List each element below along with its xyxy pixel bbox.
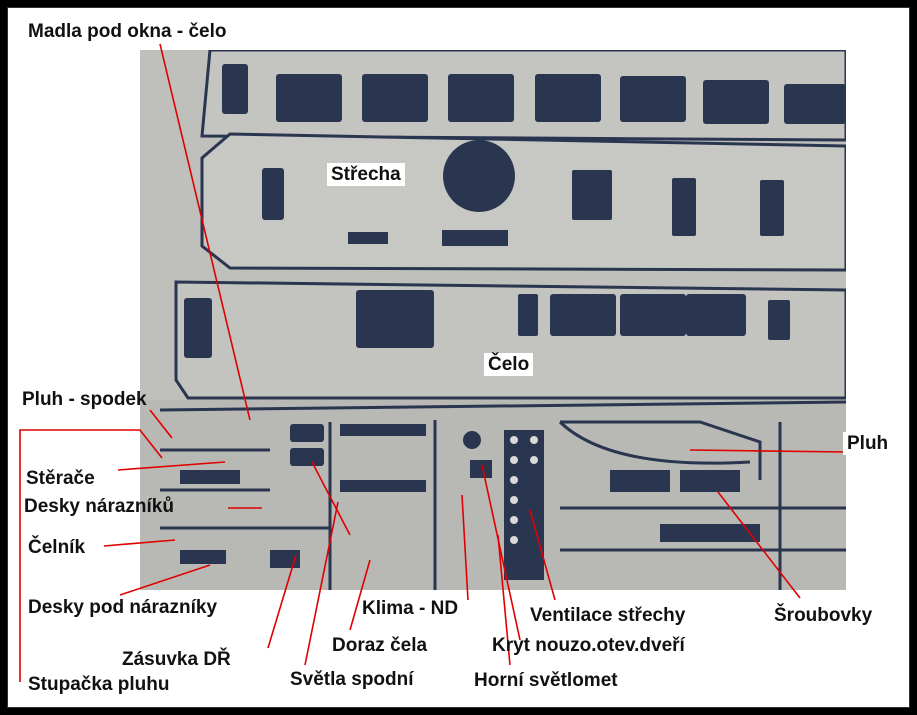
leader-zasuvka [267, 554, 297, 649]
label-sroubovky: Šroubovky [774, 605, 873, 626]
leader-desky-pod [119, 564, 211, 596]
leader-pluh-spodek [149, 409, 173, 439]
label-horni-svetlomet: Horní světlomet [474, 670, 618, 691]
leader-horni [497, 534, 511, 666]
label-strecha: Střecha [327, 163, 405, 186]
label-doraz-cela: Doraz čela [332, 635, 428, 656]
leader-svetla-a [304, 501, 339, 666]
label-pluh-spodek: Pluh - spodek [22, 389, 147, 410]
leader-doraz [349, 559, 371, 631]
leader-madla [159, 43, 251, 421]
leader-kryt [481, 464, 521, 641]
label-kryt-nouzo: Kryt nouzo.otev.dveří [492, 635, 685, 656]
label-ventilace-strechy: Ventilace střechy [530, 605, 686, 626]
label-klima-nd: Klima - ND [362, 598, 459, 619]
leader-ventilace [529, 509, 556, 601]
leader-stupacka [19, 429, 163, 682]
label-madla-pod-okna: Madla pod okna - čelo [28, 21, 227, 42]
etched-sheet-photo [140, 50, 846, 590]
label-desky-narazniku: Desky nárazníků [24, 496, 174, 517]
label-pluh: Pluh [843, 432, 893, 455]
leader-klima [461, 494, 469, 601]
leader-pluh [689, 449, 849, 453]
leader-sroubovky [717, 491, 801, 599]
label-zasuvka-dr: Zásuvka DŘ [122, 649, 231, 670]
leader-svetla-b [311, 461, 351, 536]
label-stupacka-pluhu: Stupačka pluhu [28, 674, 170, 695]
label-desky-pod-narazniky: Desky pod nárazníky [28, 597, 218, 618]
label-celnik: Čelník [28, 537, 86, 558]
label-sterace: Stěrače [26, 468, 95, 489]
leader-celnik [103, 539, 176, 547]
label-celo: Čelo [484, 353, 534, 376]
label-svetla-spodni: Světla spodní [290, 669, 414, 690]
leader-sterace [117, 461, 226, 471]
